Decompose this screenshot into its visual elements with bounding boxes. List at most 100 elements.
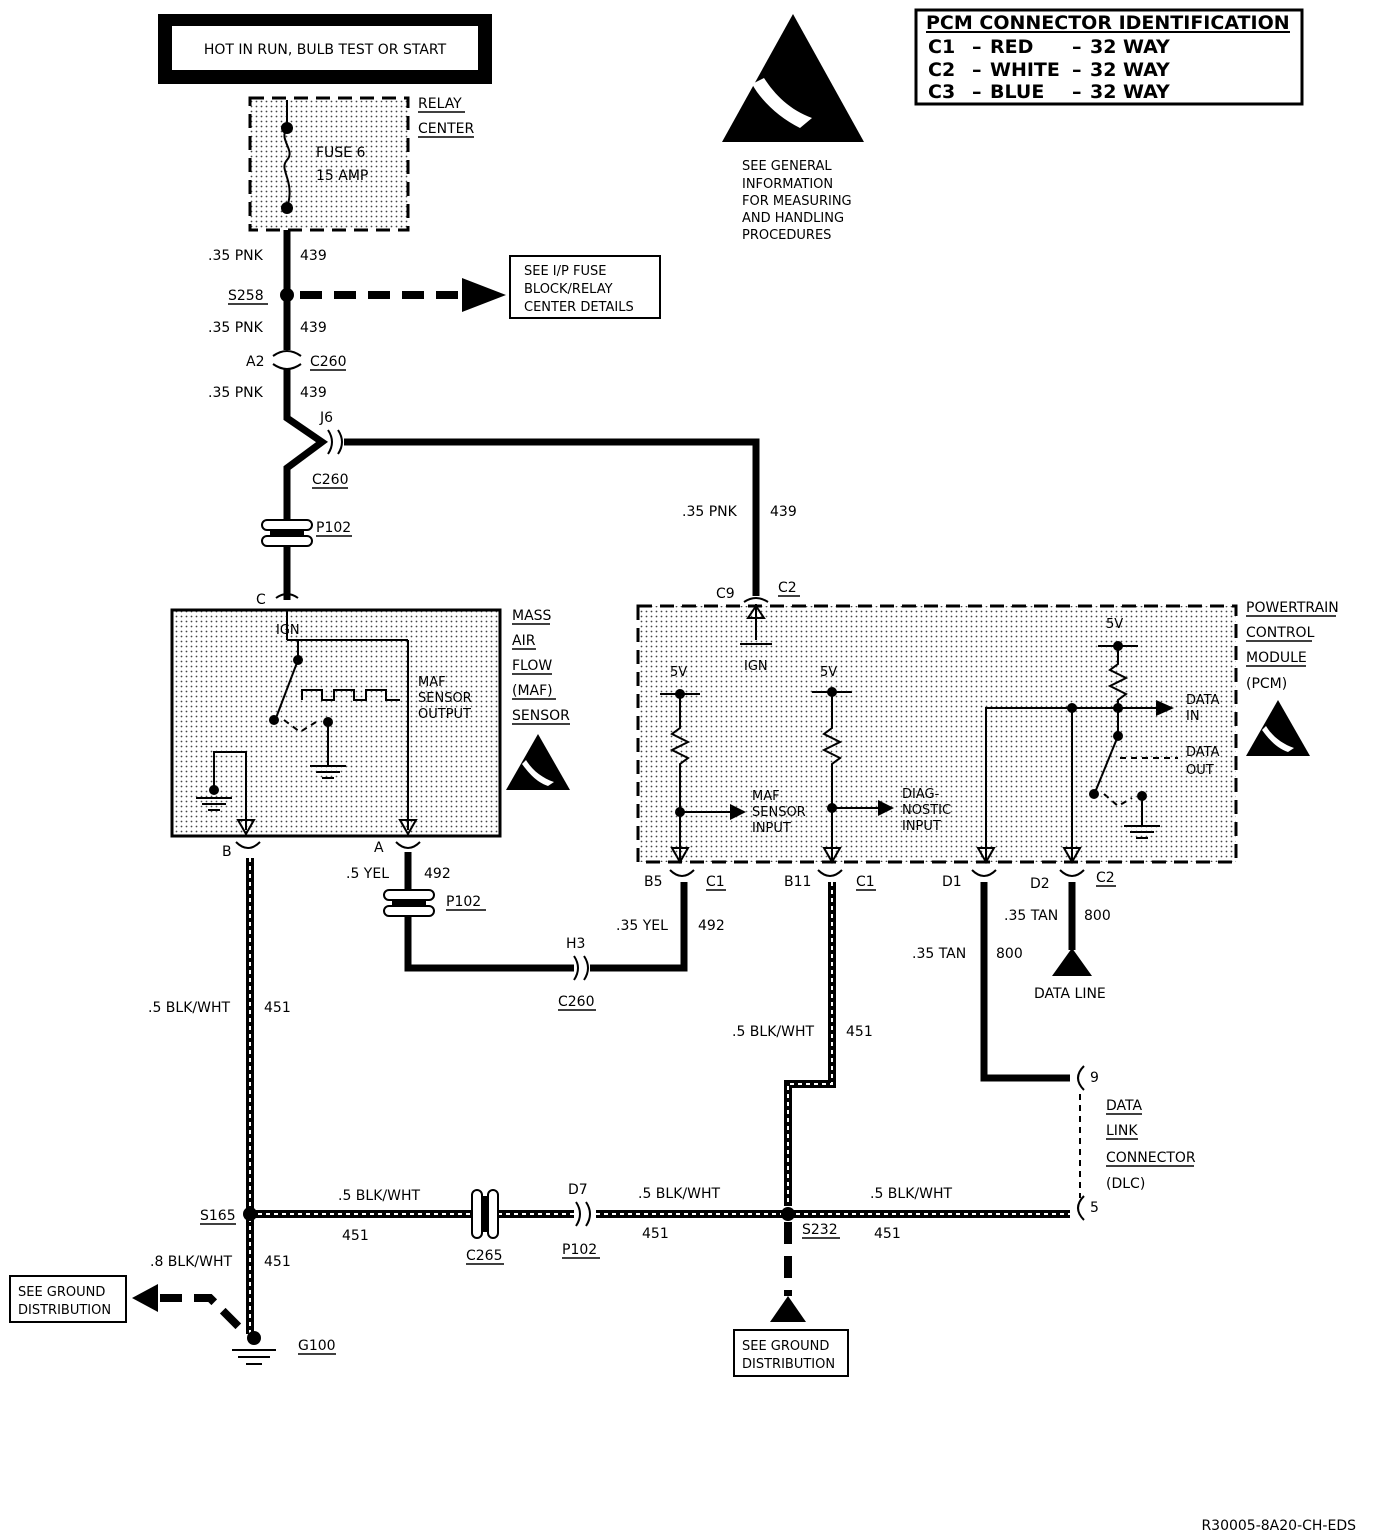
wire-451-size-5: .5 BLK/WHT — [870, 1186, 952, 1202]
pcm-maf-input-1: MAF — [752, 789, 780, 804]
wire-800-circuit-1: 800 — [1084, 908, 1111, 924]
maf-ign-label: IGN — [276, 623, 300, 638]
connector-pin-b: B — [222, 844, 232, 860]
connector-p102-label-2: P102 — [446, 894, 481, 910]
relay-center: RELAY CENTER FUSE 6 15 AMP — [248, 96, 474, 232]
wire-439-circuit-3: 439 — [300, 385, 327, 401]
fuse-icon — [283, 127, 291, 209]
wire-451-size-2: .5 BLK/WHT — [732, 1024, 814, 1040]
connector-p102-label-3: P102 — [562, 1242, 597, 1258]
wire-451-circuit-4: 451 — [642, 1226, 669, 1242]
wire-451-pcm-ground — [784, 882, 836, 1206]
pcm-diag-2: NOSTIC — [902, 803, 951, 818]
dlc-title-3: CONNECTOR — [1106, 1150, 1196, 1166]
esd-warning-icon — [722, 14, 864, 142]
connector-d1: D1 — [942, 874, 962, 890]
figure-id: R30005-8A20-CH-EDS — [1201, 1518, 1356, 1534]
svg-text:–: – — [1072, 36, 1082, 58]
maf-output-2: SENSOR — [418, 691, 472, 706]
relay-center-box — [248, 96, 410, 232]
connector-row-3-id: C3 — [928, 81, 955, 103]
splice-s165-label: S165 — [200, 1208, 236, 1224]
splice-s165 — [243, 1207, 257, 1221]
wire-492-circuit-2: 492 — [698, 918, 725, 934]
connector-b5: B5 — [644, 874, 663, 890]
splice-s258-label: S258 — [228, 288, 264, 304]
connector-p102-label-1: P102 — [316, 520, 351, 536]
wire-439-size-1: .35 PNK — [208, 248, 264, 264]
pcm-data-out-2: OUT — [1186, 763, 1214, 778]
connector-row-1-id: C1 — [928, 36, 955, 58]
pcm-5v-2: 5V — [820, 665, 837, 680]
ground-icon-pcm — [1124, 825, 1160, 839]
dlc-title-1: DATA — [1106, 1098, 1142, 1114]
ground-note-center-box — [733, 1329, 849, 1377]
fuse-block-note-box — [509, 255, 661, 319]
wire-800-size-2: .35 TAN — [912, 946, 966, 962]
wire-800-dlc — [980, 882, 1070, 1082]
svg-text:–: – — [972, 36, 982, 58]
svg-text:–: – — [1072, 81, 1082, 103]
wire-492-size-1: .5 YEL — [346, 866, 389, 882]
wire-439-size-2: .35 PNK — [208, 320, 264, 336]
fuse-terminal-bottom — [281, 202, 293, 214]
splice-s258 — [280, 288, 294, 302]
data-line-label: DATA LINE — [1034, 986, 1106, 1002]
splice-s232-label: S232 — [802, 1222, 838, 1238]
pcm-title-4: (PCM) — [1246, 676, 1287, 692]
wire-492-size-2: .35 YEL — [616, 918, 668, 934]
esd-note-4: AND HANDLING — [742, 211, 844, 226]
connector-c260-j6: C260 — [312, 472, 349, 488]
maf-title-5: SENSOR — [512, 708, 570, 724]
pcm-maf-input-3: INPUT — [752, 821, 791, 836]
ground-note-left-1: SEE GROUND — [18, 1285, 105, 1300]
connector-row-2-color: WHITE — [990, 59, 1060, 81]
connector-d7: D7 — [568, 1182, 588, 1198]
ground-icon-maf-2 — [196, 797, 232, 811]
pcm-diag-3: INPUT — [902, 819, 941, 834]
resistor-icon-2 — [821, 692, 843, 860]
connector-pin-c: C — [256, 592, 266, 608]
wire-451-size-6: .8 BLK/WHT — [150, 1254, 232, 1270]
pcm-title-3: MODULE — [1246, 650, 1307, 666]
connector-b11: B11 — [784, 874, 811, 890]
wire-451-circuit-3: 451 — [342, 1228, 369, 1244]
splice-s232 — [781, 1207, 795, 1221]
connector-c260-top: C260 — [310, 354, 347, 370]
resistor-icon-3 — [1107, 646, 1129, 732]
ground-g100 — [247, 1331, 261, 1345]
fuse-block-note-1: SEE I/P FUSE — [524, 264, 606, 279]
ground-icon-maf-1 — [310, 765, 346, 779]
maf-output-1: MAF — [418, 675, 446, 690]
maf-title-4: (MAF) — [512, 683, 553, 699]
esd-warning-icon-pcm — [1246, 700, 1310, 756]
pcm-5v-1: 5V — [670, 665, 687, 680]
connector-c265 — [471, 1189, 499, 1239]
maf-title-3: FLOW — [512, 658, 552, 674]
esd-note-1: SEE GENERAL — [742, 159, 832, 174]
wire-451-size-4: .5 BLK/WHT — [638, 1186, 720, 1202]
connector-pin-5: 5 — [1090, 1200, 1099, 1216]
ground-icon-g100 — [232, 1349, 276, 1365]
resistor-icon-1 — [669, 694, 691, 860]
arrow-left-icon — [132, 1284, 158, 1312]
wire-492-pcm — [590, 882, 688, 972]
maf-output-3: OUTPUT — [418, 707, 471, 722]
connector-c9: C9 — [716, 586, 735, 602]
connector-row-1-ways: 32 WAY — [1090, 36, 1170, 58]
pcm-data-in-2: IN — [1186, 709, 1200, 724]
wire-492-circuit-1: 492 — [424, 866, 451, 882]
ground-note-center-2: DISTRIBUTION — [742, 1357, 835, 1372]
ground-arrow-icon — [770, 1296, 806, 1322]
esd-note-2: INFORMATION — [742, 177, 833, 192]
connector-c2-d2: C2 — [1096, 870, 1115, 886]
maf-title-2: AIR — [512, 633, 536, 649]
data-line-arrow-icon — [1052, 948, 1092, 976]
pcm-title-2: CONTROL — [1246, 625, 1315, 641]
esd-note-5: PROCEDURES — [742, 228, 831, 243]
pcm-title-1: POWERTRAIN — [1246, 600, 1339, 616]
pcm-maf-input-2: SENSOR — [752, 805, 806, 820]
pcm-data-in-1: DATA — [1186, 693, 1220, 708]
connector-c1-b5: C1 — [706, 874, 725, 890]
